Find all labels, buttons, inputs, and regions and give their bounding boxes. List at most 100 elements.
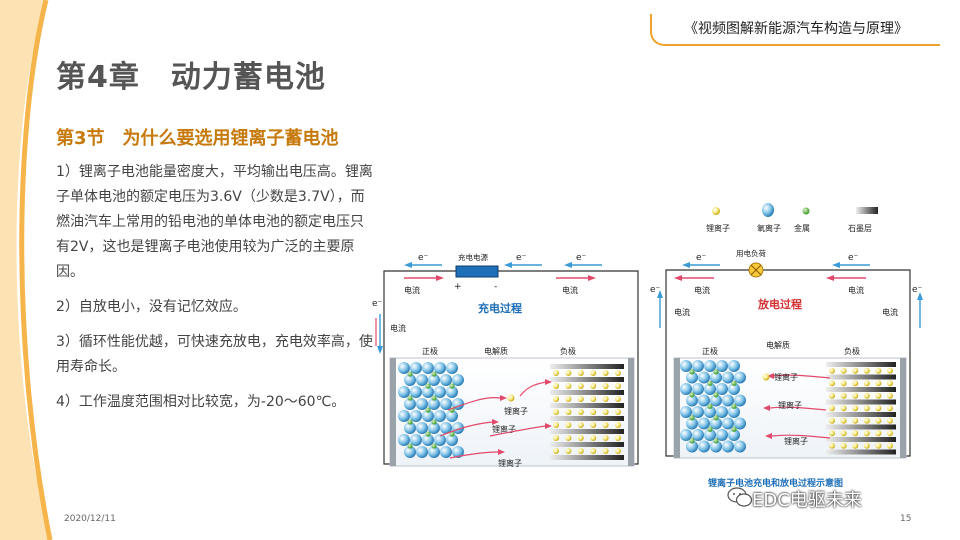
oxygen-ion-sphere xyxy=(434,362,446,374)
lithium-ion-dot xyxy=(577,370,584,376)
footer-date: 2020/12/11 xyxy=(64,514,116,524)
lithium-ion-dot xyxy=(887,442,893,449)
lithium-ion-dot xyxy=(615,448,621,454)
metal-atom xyxy=(407,371,413,377)
lithium-ion-dot xyxy=(863,430,870,437)
graphite-layer xyxy=(826,387,896,392)
graphite-layer xyxy=(550,390,624,395)
oxygen-ion-sphere xyxy=(416,398,428,410)
oxygen-ion-sphere xyxy=(404,422,416,434)
lithium-ion-dot xyxy=(590,409,597,415)
left-swoosh-decoration xyxy=(0,0,53,540)
oxygen-ion-sphere xyxy=(404,398,416,410)
lithium-ion-dot xyxy=(602,383,609,389)
oxygen-ion-sphere xyxy=(440,446,452,458)
oxygen-ion-sphere xyxy=(734,440,746,453)
discharge-anode-layers xyxy=(826,362,896,455)
oxygen-ion-sphere xyxy=(704,383,716,395)
graphite-layer xyxy=(826,437,896,442)
metal-atom xyxy=(425,407,431,413)
metal-atom xyxy=(425,431,431,437)
charge-plus-label: + xyxy=(454,282,462,292)
oxygen-ion-sphere xyxy=(452,374,464,386)
lithium-ion-dot xyxy=(829,380,835,387)
metal-atom xyxy=(431,419,437,425)
lithium-ion-dot xyxy=(577,409,584,415)
metal-atom xyxy=(425,383,431,389)
charge-ion-label-3: 锂离子 xyxy=(498,458,522,468)
oxygen-ion-sphere xyxy=(698,417,710,430)
oxygen-ion-sphere xyxy=(722,371,734,384)
oxygen-ion-sphere xyxy=(452,446,464,458)
oxygen-ion-sphere xyxy=(680,360,692,372)
lithium-ion-dot xyxy=(852,442,859,449)
oxygen-ion-sphere xyxy=(446,410,458,422)
charge-electrolyte-label: 电解质 xyxy=(484,346,508,356)
oxygen-ion-sphere xyxy=(434,386,446,398)
paragraph-1: 1）锂离子电池能量密度大，平均输出电压高。锂离子单体电池的额定电压为3.6V（少… xyxy=(56,164,373,280)
charge-source-box xyxy=(455,265,499,278)
lithium-ion-dot xyxy=(829,442,835,449)
lithium-ion-dot xyxy=(590,383,597,389)
oxygen-ion-sphere xyxy=(410,410,422,422)
graphite-layer xyxy=(826,362,896,367)
lithium-ion-dot xyxy=(602,448,609,454)
diagram-caption: 锂离子电池充电和放电过程示意图 xyxy=(708,477,843,489)
discharge-ion-label-2: 锂离子 xyxy=(778,400,802,410)
lithium-ion-dot xyxy=(887,417,893,424)
lithium-ion-dot xyxy=(887,392,893,399)
graphite-layer xyxy=(550,416,624,421)
oxygen-ion-sphere xyxy=(680,429,692,441)
metal-atom xyxy=(689,438,695,444)
discharge-panel: 用电负荷 e⁻ e⁻ 电流 电流 e⁻ 电流 e⁻ 电流 放电过程 正极 电解质 xyxy=(650,248,923,459)
lithium-ion-dot xyxy=(829,367,835,374)
graphite-layer xyxy=(550,455,624,460)
discharge-ion-label-3: 锂离子 xyxy=(784,436,808,446)
watermark-text: EDC电驱未来 xyxy=(752,490,862,511)
legend-lithium-label: 锂离子 xyxy=(706,223,730,233)
oxygen-ion-sphere xyxy=(692,429,704,441)
metal-atom xyxy=(407,443,413,449)
graphite-layer xyxy=(826,412,896,417)
lithium-ion-dot xyxy=(875,367,882,374)
metal-atom xyxy=(713,415,719,421)
lithium-ion-dot xyxy=(602,409,609,415)
lithium-ion-dot xyxy=(875,417,882,424)
lithium-ion-dot xyxy=(553,409,559,415)
oxygen-ion-sphere xyxy=(440,398,452,410)
lithium-ion-dot xyxy=(553,383,559,389)
lithium-ion-dot xyxy=(840,367,847,374)
oxygen-ion-sphere xyxy=(698,371,710,384)
charge-minus-label: - xyxy=(494,282,497,292)
legend-metal-label: 金属 xyxy=(794,223,810,233)
oxygen-ion-sphere xyxy=(434,410,446,422)
metal-atom xyxy=(731,403,737,409)
metal-atom xyxy=(707,426,713,432)
discharge-current-label-right: 电流 xyxy=(882,307,898,317)
lithium-ion-dot xyxy=(577,435,584,441)
charge-electron-label-1: e⁻ xyxy=(418,253,429,263)
oxygen-ion-sphere xyxy=(704,429,716,441)
chapter-title: 第4章 动力蓄电池 xyxy=(56,60,326,95)
lithium-ion-dot xyxy=(565,396,572,402)
oxygen-ion-sphere xyxy=(716,360,728,372)
lithium-ion-dot xyxy=(863,380,870,387)
charge-title: 充电过程 xyxy=(478,301,522,315)
oxygen-ion-sphere xyxy=(698,440,710,453)
lithium-ion-dot xyxy=(615,370,621,376)
oxygen-ion-sphere xyxy=(446,434,458,446)
discharge-load-label: 用电负荷 xyxy=(736,248,766,258)
graphite-layer xyxy=(826,424,896,430)
discharge-cathode-spheres xyxy=(680,360,746,453)
metal-atom xyxy=(689,392,695,398)
oxygen-ion-sphere xyxy=(728,383,740,395)
lithium-ion-dot xyxy=(602,370,609,376)
lithium-ion-dot xyxy=(840,417,847,424)
metal-atom xyxy=(713,438,719,444)
charge-positive-label: 正极 xyxy=(422,346,438,356)
oxygen-ion-sphere xyxy=(716,429,728,441)
metal-atom xyxy=(431,443,437,449)
discharge-electrolyte-label: 电解质 xyxy=(766,340,790,350)
legend-lithium-swatch xyxy=(712,207,720,215)
